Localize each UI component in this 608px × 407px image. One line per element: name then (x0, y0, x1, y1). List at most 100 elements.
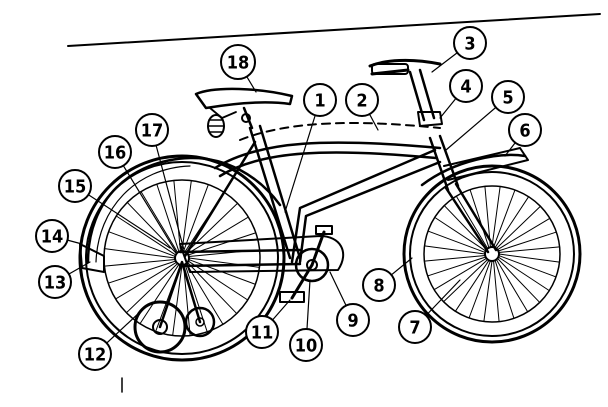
spoke (140, 191, 179, 254)
pedal (279, 291, 305, 303)
spoke (156, 183, 180, 253)
callout-number: 10 (295, 336, 318, 357)
leader-line-16 (114, 151, 177, 253)
spoke (494, 196, 530, 249)
leader-line-17 (151, 129, 185, 251)
spoke (115, 215, 177, 256)
spoke (483, 260, 493, 323)
callout-12: 12 (78, 337, 112, 371)
spoke (181, 180, 192, 252)
spoke (491, 185, 501, 248)
callout-11: 11 (245, 315, 279, 349)
callout-16: 16 (98, 135, 132, 169)
callout-10: 10 (289, 328, 323, 362)
spoke (469, 189, 490, 249)
spoke (493, 189, 516, 248)
callout-circle (289, 328, 323, 362)
spoke (495, 205, 541, 250)
callout-circle (449, 69, 483, 103)
page-edge-line (67, 13, 601, 47)
spoke (187, 260, 249, 301)
callout-number: 12 (84, 345, 107, 366)
spoke (126, 201, 178, 255)
training-wheel-left (133, 300, 187, 354)
saddle (194, 87, 294, 130)
spoke (423, 255, 486, 262)
spoke (497, 231, 557, 252)
chainring (294, 247, 330, 283)
callout-13: 13 (38, 265, 72, 299)
callout-circle (58, 169, 92, 203)
spoke (107, 260, 177, 284)
callout-8: 8 (362, 268, 396, 302)
spoke (496, 257, 541, 303)
callout-circle (345, 83, 379, 117)
callout-circle (362, 268, 396, 302)
callout-number: 15 (64, 177, 87, 198)
callout-circle (220, 44, 256, 80)
callout-number: 8 (373, 276, 384, 297)
spoke (455, 195, 489, 250)
spoke (173, 179, 181, 252)
callout-5: 5 (491, 80, 525, 114)
callout-circle (245, 315, 279, 349)
callout-4: 4 (449, 69, 483, 103)
callout-14: 14 (35, 219, 69, 253)
frame (178, 122, 498, 268)
callout-2: 2 (345, 83, 379, 117)
callout-number: 1 (314, 91, 325, 112)
callout-17: 17 (135, 113, 169, 147)
callout-number: 11 (251, 323, 274, 344)
callout-number: 14 (41, 227, 64, 248)
spoke (427, 256, 487, 277)
callout-number: 7 (409, 318, 420, 339)
callout-number: 3 (464, 34, 475, 55)
spoke (103, 259, 176, 267)
spoke (139, 263, 180, 325)
spoke (496, 217, 551, 251)
callout-number: 9 (347, 311, 358, 332)
callout-3: 3 (453, 26, 487, 60)
callout-number: 2 (356, 91, 367, 112)
callout-circle (78, 337, 112, 371)
spoke (443, 258, 489, 303)
spoke (423, 245, 486, 255)
spoke (125, 262, 179, 314)
callout-circle (135, 113, 169, 147)
front-wheel (402, 164, 582, 344)
callout-circle (453, 26, 487, 60)
spoke (494, 259, 515, 319)
spoke (172, 264, 183, 336)
spoke (427, 230, 486, 253)
callout-circle (98, 135, 132, 169)
callout-number: 18 (227, 53, 250, 74)
callout-circle (38, 265, 72, 299)
spoke (434, 216, 487, 252)
callout-circle (398, 310, 432, 344)
callout-number: 17 (141, 121, 164, 142)
callout-18: 18 (220, 44, 256, 80)
callout-number: 13 (44, 273, 67, 294)
callout-1: 1 (303, 83, 337, 117)
spoke (108, 231, 176, 257)
callout-number: 6 (519, 121, 530, 142)
saddle-spring (207, 114, 225, 138)
front-fender (420, 153, 527, 187)
leader-line-15 (74, 185, 171, 249)
spoke (183, 184, 209, 252)
callout-7: 7 (398, 310, 432, 344)
rear-wheel (78, 154, 286, 362)
callout-6: 6 (508, 113, 542, 147)
spoke (104, 248, 176, 259)
rear-fender (86, 156, 282, 264)
callout-number: 4 (460, 77, 471, 98)
spoke (183, 264, 191, 337)
spoke (498, 246, 561, 253)
spoke (433, 257, 488, 291)
spoke (498, 253, 561, 263)
callout-circle (35, 219, 69, 253)
callout-number: 16 (104, 143, 127, 164)
callout-circle (491, 80, 525, 114)
